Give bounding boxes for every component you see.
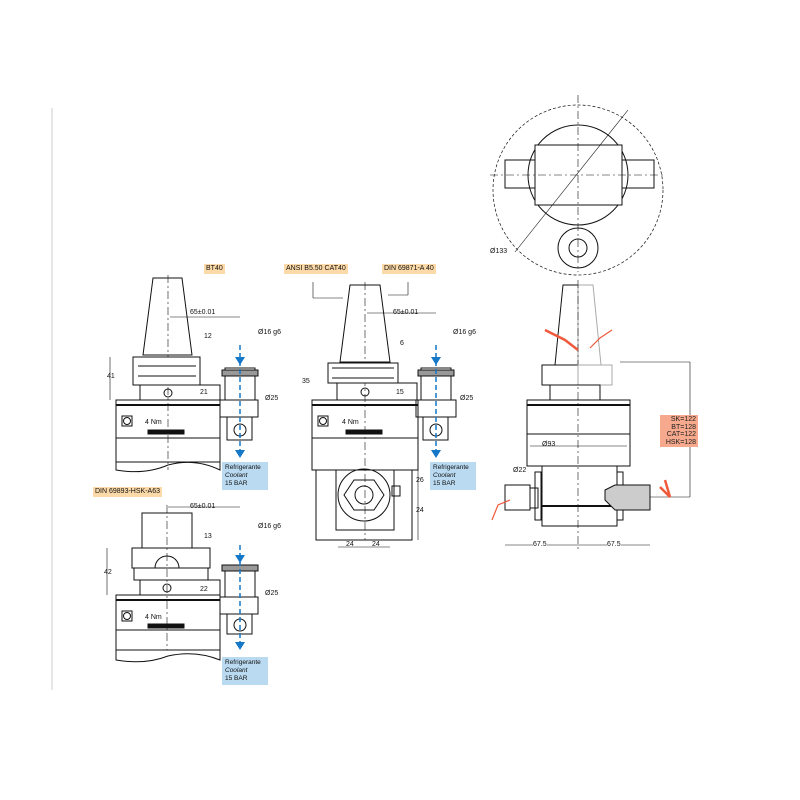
coolant-en: Coolant bbox=[225, 667, 248, 674]
cat-torque: 4 Nm bbox=[342, 419, 359, 426]
bt40-view bbox=[109, 275, 259, 473]
top-dia-dim: Ø133 bbox=[490, 248, 508, 255]
coolant-en: Coolant bbox=[225, 472, 248, 479]
height-cat: CAT=122 bbox=[666, 431, 696, 438]
cat-26-dim: 26 bbox=[416, 477, 424, 484]
bt-offset-dim: 65±0.01 bbox=[190, 309, 216, 316]
coolant-pressure: 15 BAR bbox=[225, 675, 248, 682]
coolant-pressure: 15 BAR bbox=[433, 480, 456, 487]
height-sk: SK=122 bbox=[670, 416, 696, 423]
top-view bbox=[490, 95, 665, 276]
bt-torque: 4 Nm bbox=[145, 419, 162, 426]
hsk-13-dim: 13 bbox=[204, 533, 212, 540]
hsk-42-dim: 42 bbox=[104, 569, 112, 576]
bt-collar-dim: Ø25 bbox=[265, 395, 279, 402]
hsk-coolant-flow bbox=[235, 545, 245, 650]
coolant-it: Refrigerante bbox=[225, 464, 261, 471]
coolant-it: Refrigerante bbox=[433, 464, 469, 471]
hsk-offset-dim: 65±0.01 bbox=[190, 503, 216, 510]
cat-collar-dim: Ø25 bbox=[460, 395, 474, 402]
height-hsk: HSK=128 bbox=[665, 438, 696, 446]
cat-24v-dim: 24 bbox=[416, 507, 424, 514]
cat-6-dim: 6 bbox=[400, 340, 404, 347]
cat-24b-dim: 24 bbox=[372, 541, 380, 548]
height-bt: BT=128 bbox=[671, 423, 696, 431]
half-left-dim: 67.5 bbox=[533, 541, 547, 549]
coolant-en: Coolant bbox=[433, 472, 456, 479]
hsk-collar-dim: Ø25 bbox=[265, 590, 279, 597]
cat-24a-dim: 24 bbox=[346, 541, 354, 548]
hsk-22-dim: 22 bbox=[200, 586, 208, 593]
coolant-it: Refrigerante bbox=[225, 659, 261, 666]
hsk-view bbox=[106, 505, 259, 663]
bt-21-dim: 21 bbox=[200, 389, 208, 396]
body-dia-dim: Ø93 bbox=[542, 441, 556, 448]
bt-41-dim: 41 bbox=[107, 373, 115, 380]
hsk-tag: DIN 69893-HSK-A63 bbox=[93, 487, 162, 497]
bt-12-dim: 12 bbox=[204, 333, 212, 340]
half-right-dim: 67.5 bbox=[607, 541, 621, 549]
cat-shank-dim: Ø16 g6 bbox=[453, 329, 476, 336]
side-view bbox=[504, 280, 691, 550]
cat40-coolant-flow bbox=[431, 345, 441, 458]
cat-15-dim: 15 bbox=[396, 389, 404, 396]
hsk-torque: 4 Nm bbox=[145, 614, 162, 621]
coolant-pressure: 15 BAR bbox=[225, 480, 248, 487]
hsk-shank-dim: Ø16 g6 bbox=[258, 523, 281, 530]
bt40-coolant-flow bbox=[235, 345, 245, 458]
cat-offset-dim: 65±0.01 bbox=[393, 309, 419, 316]
din69871-tag: DIN 69871-A 40 bbox=[382, 264, 436, 274]
bt-shank-dim: Ø16 g6 bbox=[258, 329, 281, 336]
cat40-view bbox=[311, 282, 457, 548]
rotation-arrows bbox=[491, 328, 672, 521]
bt40-tag: BT40 bbox=[204, 264, 225, 274]
conn-dia-dim: Ø22 bbox=[513, 467, 527, 474]
height-list: SK=122 BT=128 CAT=122 HSK=128 bbox=[660, 415, 698, 447]
cat-35-dim: 35 bbox=[302, 378, 310, 385]
cat40-tag: ANSI B5.50 CAT40 bbox=[284, 264, 348, 274]
